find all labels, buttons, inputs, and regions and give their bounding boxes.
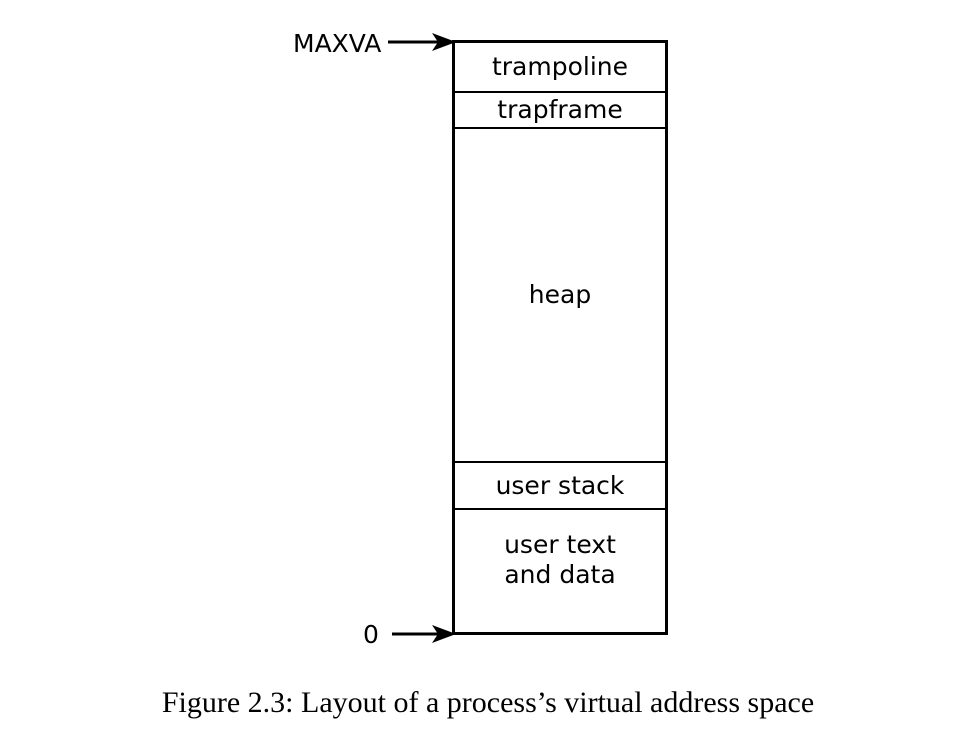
segment-trampoline: trampoline	[455, 43, 665, 93]
maxva-label: MAXVA	[293, 29, 382, 58]
figure-caption: Figure 2.3: Layout of a process’s virtua…	[161, 686, 815, 719]
segment-trapframe: trapframe	[455, 93, 665, 129]
segment-heap: heap	[455, 129, 665, 463]
maxva-arrow-right-icon	[388, 33, 456, 51]
zero-arrow-right-icon	[392, 625, 456, 643]
zero-address-label: 0	[363, 620, 379, 649]
segment-user-stack: user stack	[455, 463, 665, 510]
segment-user-text-and-data: user text and data	[504, 530, 616, 589]
address-space-box: trampoline trapframe heap user stack use…	[452, 40, 668, 635]
virtual-address-space-diagram: MAXVA 0 trampoline trapframe heap user s…	[293, 29, 668, 649]
